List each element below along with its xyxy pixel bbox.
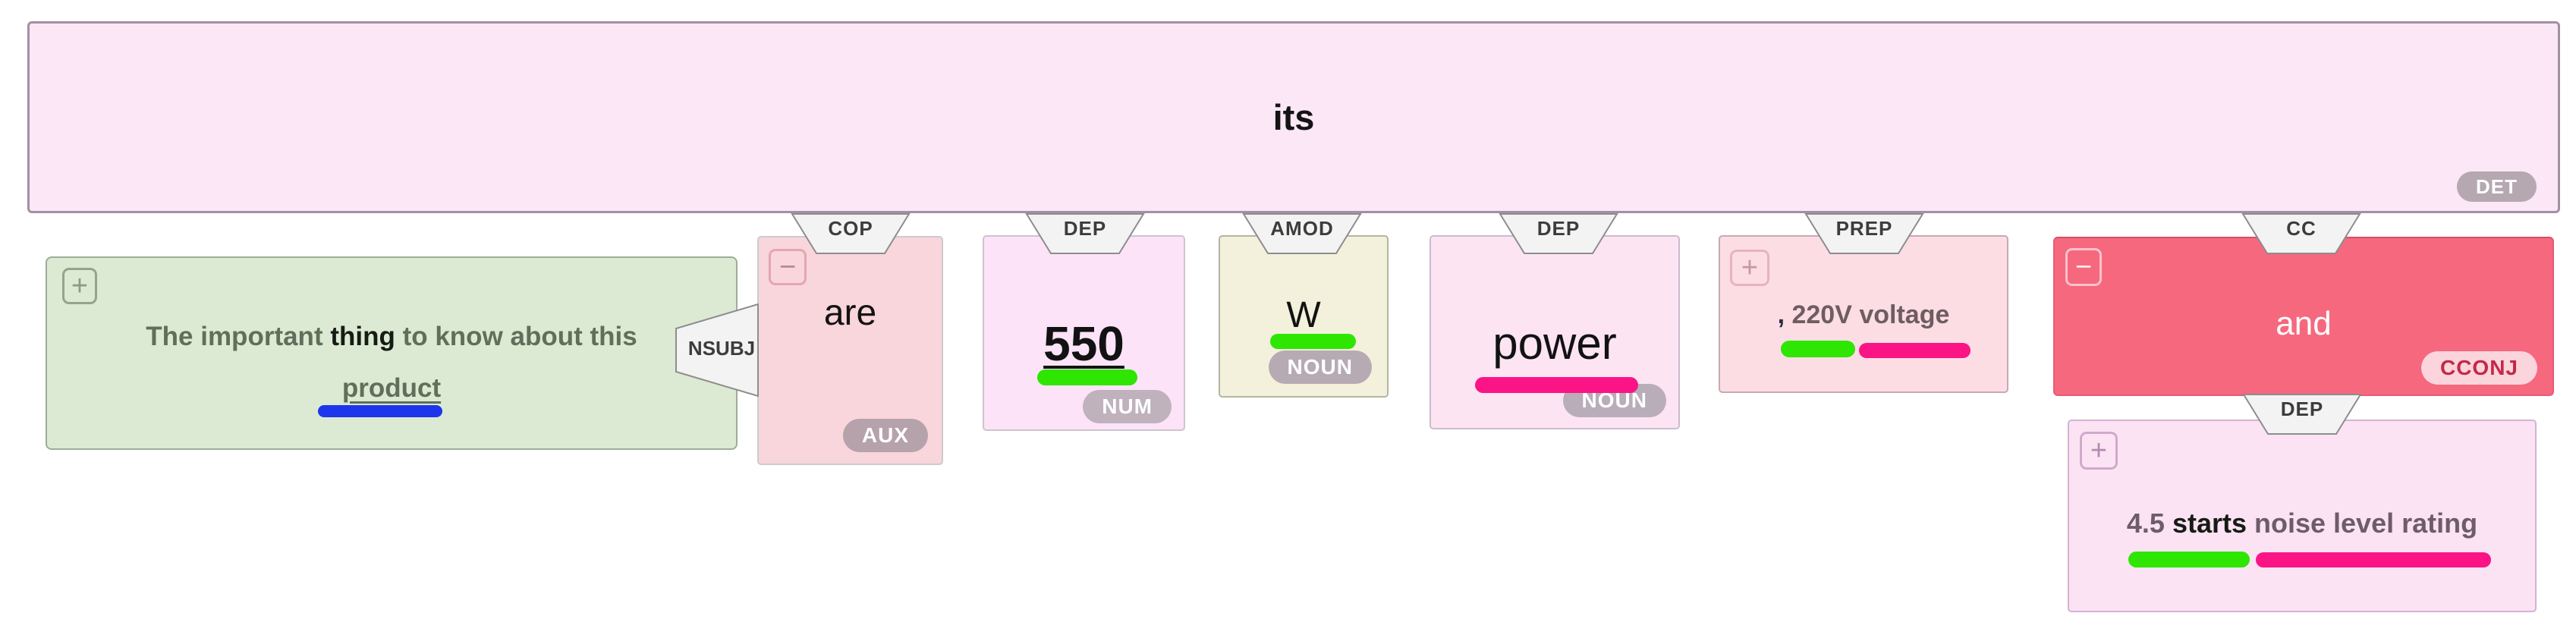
phrase-text: 220V voltage [1785, 300, 1950, 329]
relation-label: NSUBJ [687, 337, 756, 360]
left-notch-shape [675, 303, 759, 397]
notch-shape [791, 213, 911, 254]
relation-label: PREP [1835, 217, 1893, 240]
notch-shape [1804, 213, 1924, 254]
phrase-text-emphasis: starts [2172, 508, 2247, 539]
node-its[interactable]: its DET [27, 21, 2560, 213]
relation-label: COP [828, 217, 873, 240]
node-and[interactable]: − and CCONJ [2053, 237, 2554, 396]
relation-label: CC [2286, 217, 2317, 240]
node-word: and [2276, 305, 2332, 342]
highlighted-word: product [341, 373, 442, 403]
phrase-line1: The important thing to know about this [47, 322, 736, 352]
relation-tab-prep[interactable]: PREP [1804, 213, 1924, 254]
node-word: power [1492, 318, 1617, 369]
expand-icon[interactable]: + [62, 268, 97, 304]
phrase-text-emphasis: , [1777, 300, 1785, 329]
node-are[interactable]: − are AUX [757, 236, 943, 465]
node-word: are [823, 293, 877, 333]
expand-icon[interactable]: + [2080, 432, 2118, 470]
phrase-text: to know about this [395, 322, 637, 351]
relation-tab-cc[interactable]: CC [2241, 213, 2361, 254]
phrase-text-emphasis: thing [330, 322, 395, 351]
phrase-line2: product [47, 373, 736, 404]
notch-shape [2241, 213, 2361, 254]
notch-shape [2242, 394, 2362, 435]
green-highlight-bar [1781, 341, 1855, 357]
green-highlight-bar [2128, 552, 2250, 567]
relation-tab-cop[interactable]: COP [791, 213, 911, 254]
node-220v-voltage[interactable]: + , 220V voltage [1719, 235, 2008, 393]
node-word: its [1272, 97, 1315, 137]
collapse-icon[interactable]: − [769, 249, 807, 285]
magenta-highlight-bar [1859, 343, 1971, 358]
relation-label: DEP [1063, 217, 1107, 240]
green-highlight-bar [1037, 369, 1137, 385]
phrase-text: 4.5 [2126, 508, 2172, 539]
magenta-highlight-bar [1475, 377, 1638, 393]
pos-badge-aux: AUX [842, 419, 928, 452]
relation-tab-dep[interactable]: DEP [1499, 213, 1618, 254]
blue-highlight-bar [318, 405, 442, 417]
pos-badge-noun: NOUN [1268, 351, 1372, 384]
phrase-line: , 220V voltage [1720, 300, 2007, 330]
pos-badge-det: DET [2457, 171, 2537, 202]
node-power[interactable]: power NOUN [1430, 235, 1680, 429]
node-noise-level-rating[interactable]: + 4.5 starts noise level rating [2068, 420, 2537, 612]
node-550[interactable]: 550 NUM [983, 235, 1185, 431]
relation-label: DEP [2280, 398, 2324, 420]
notch-shape [1242, 213, 1362, 254]
magenta-highlight-bar [2256, 552, 2491, 567]
expand-icon[interactable]: + [1730, 250, 1769, 286]
phrase-line: 4.5 starts noise level rating [2069, 508, 2535, 539]
node-word: 550 [1043, 316, 1124, 371]
notch-shape [1499, 213, 1618, 254]
collapse-icon[interactable]: − [2065, 248, 2102, 286]
phrase-text: The important [146, 322, 331, 351]
node-w[interactable]: W NOUN [1219, 235, 1389, 398]
relation-tab-dep[interactable]: DEP [1025, 213, 1145, 254]
relation-tab-dep[interactable]: DEP [2242, 394, 2362, 435]
notch-shape [1025, 213, 1145, 254]
relation-tab-amod[interactable]: AMOD [1242, 213, 1362, 254]
relation-tab-nsubj[interactable]: NSUBJ [675, 303, 759, 397]
pos-badge-cconj: CCONJ [2420, 351, 2537, 385]
phrase-text: noise level rating [2247, 508, 2478, 539]
node-word: W [1286, 295, 1321, 335]
relation-label: DEP [1536, 217, 1581, 240]
pos-badge-num: NUM [1083, 390, 1172, 423]
node-subject-phrase[interactable]: + The important thing to know about this… [46, 256, 738, 450]
green-highlight-bar [1270, 334, 1356, 349]
relation-label: AMOD [1270, 217, 1334, 240]
